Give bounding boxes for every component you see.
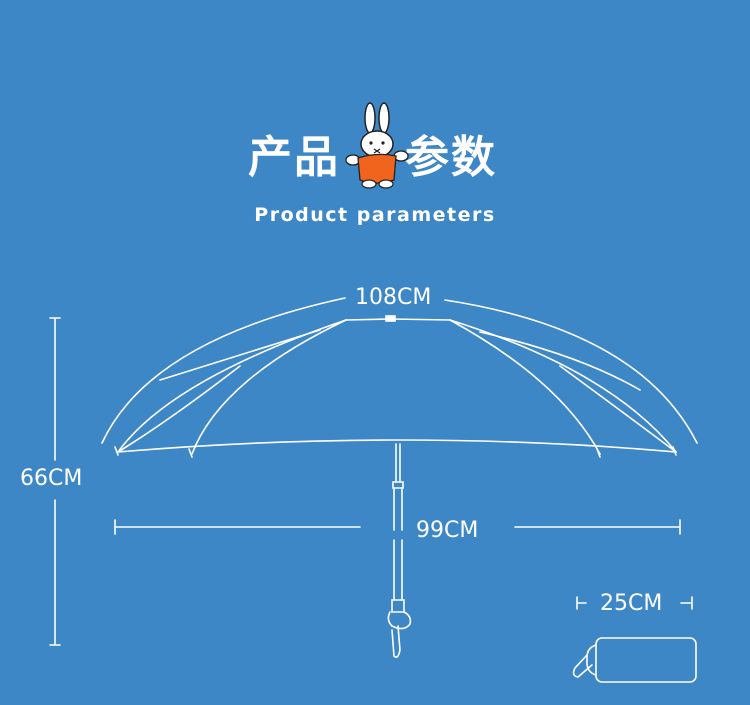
title-part-product: 产品	[248, 132, 340, 183]
page-title: 产品 参数	[0, 128, 750, 188]
rabbit-mascot-icon	[345, 102, 409, 189]
umbrella-shaft	[395, 443, 401, 483]
diameter-measure-line	[114, 519, 681, 535]
canopy-outline	[117, 319, 347, 453]
canopy-bottom-edge	[117, 439, 677, 453]
arc-length-label: 108CM	[355, 285, 432, 310]
title-part-parameters: 参数	[405, 132, 497, 183]
diameter-label: 99CM	[416, 518, 479, 543]
canopy-rib	[191, 319, 347, 455]
arc-measure-line	[101, 297, 346, 444]
canopy-tip	[385, 315, 396, 322]
umbrella-handle	[387, 611, 412, 630]
height-label: 66CM	[20, 466, 83, 491]
folded-length-label: 25CM	[600, 591, 663, 616]
arc-measure-line-right	[444, 299, 698, 444]
folded-umbrella	[595, 637, 697, 683]
height-measure-line	[49, 317, 61, 646]
page-subtitle: Product parameters	[254, 204, 496, 226]
canopy-top	[345, 318, 451, 321]
folded-length-measure-line	[576, 596, 693, 610]
